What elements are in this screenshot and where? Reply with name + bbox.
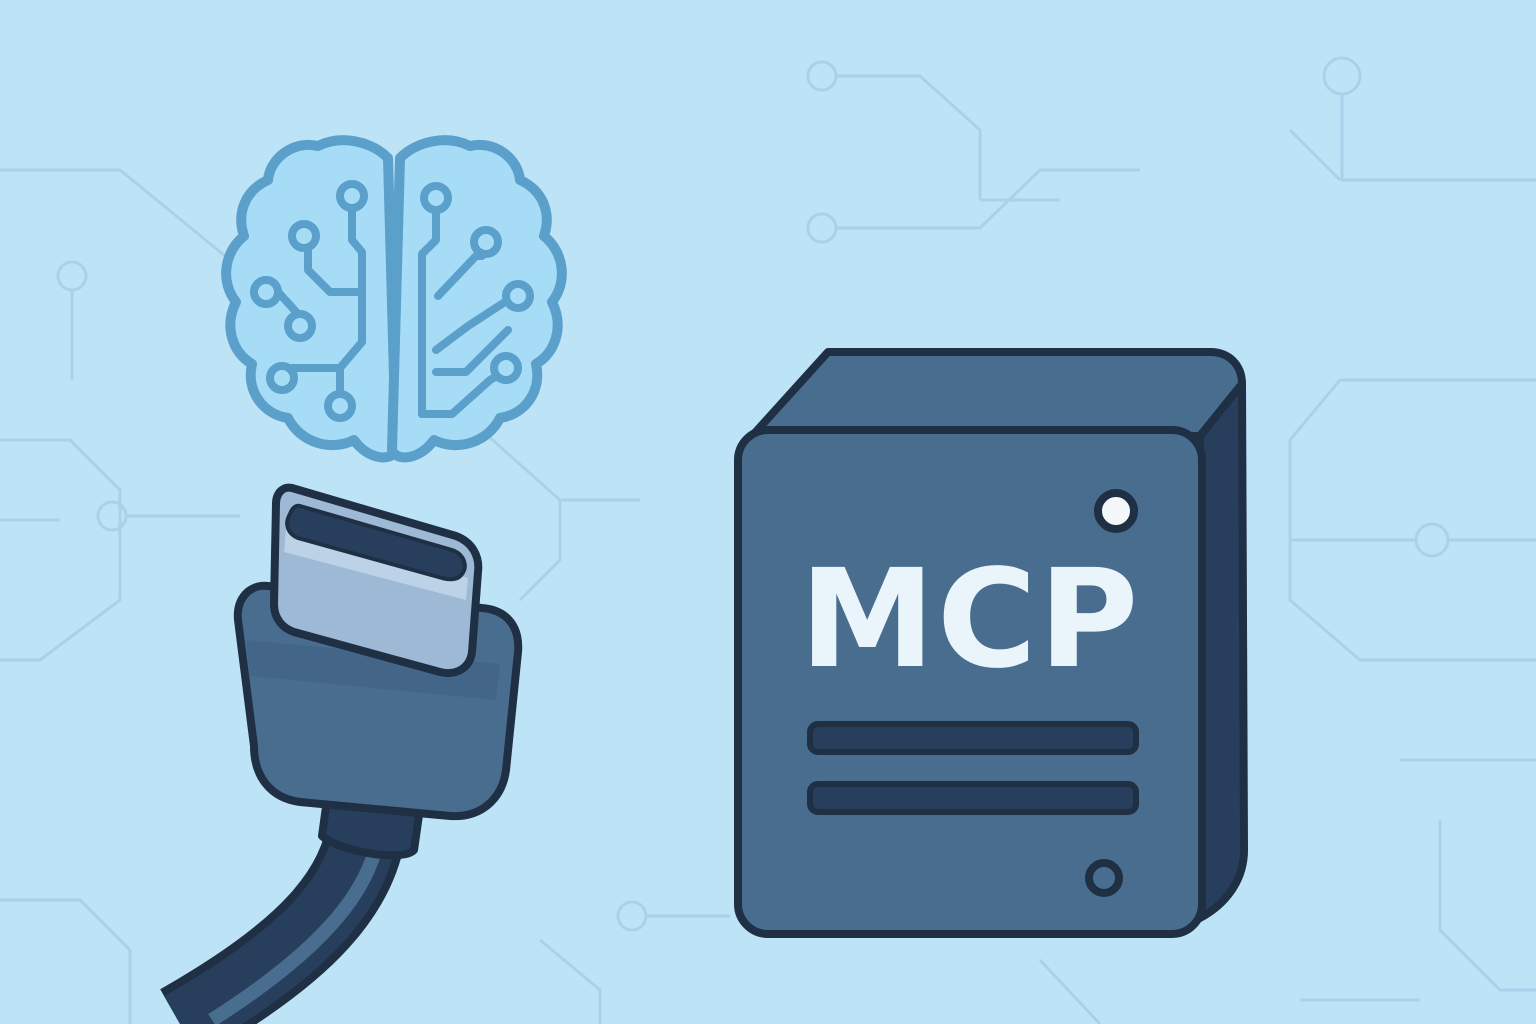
- drive-slot: [807, 781, 1139, 815]
- drive-slot: [807, 721, 1139, 755]
- brain-circuit-icon: [221, 135, 567, 463]
- power-button: [1085, 859, 1123, 897]
- status-led: [1094, 489, 1138, 533]
- mcp-server-icon: MCP: [734, 348, 1248, 938]
- server-label: MCP: [800, 541, 1141, 699]
- usb-c-connector-icon: [160, 483, 523, 1024]
- circuit-background: [0, 56, 1536, 1024]
